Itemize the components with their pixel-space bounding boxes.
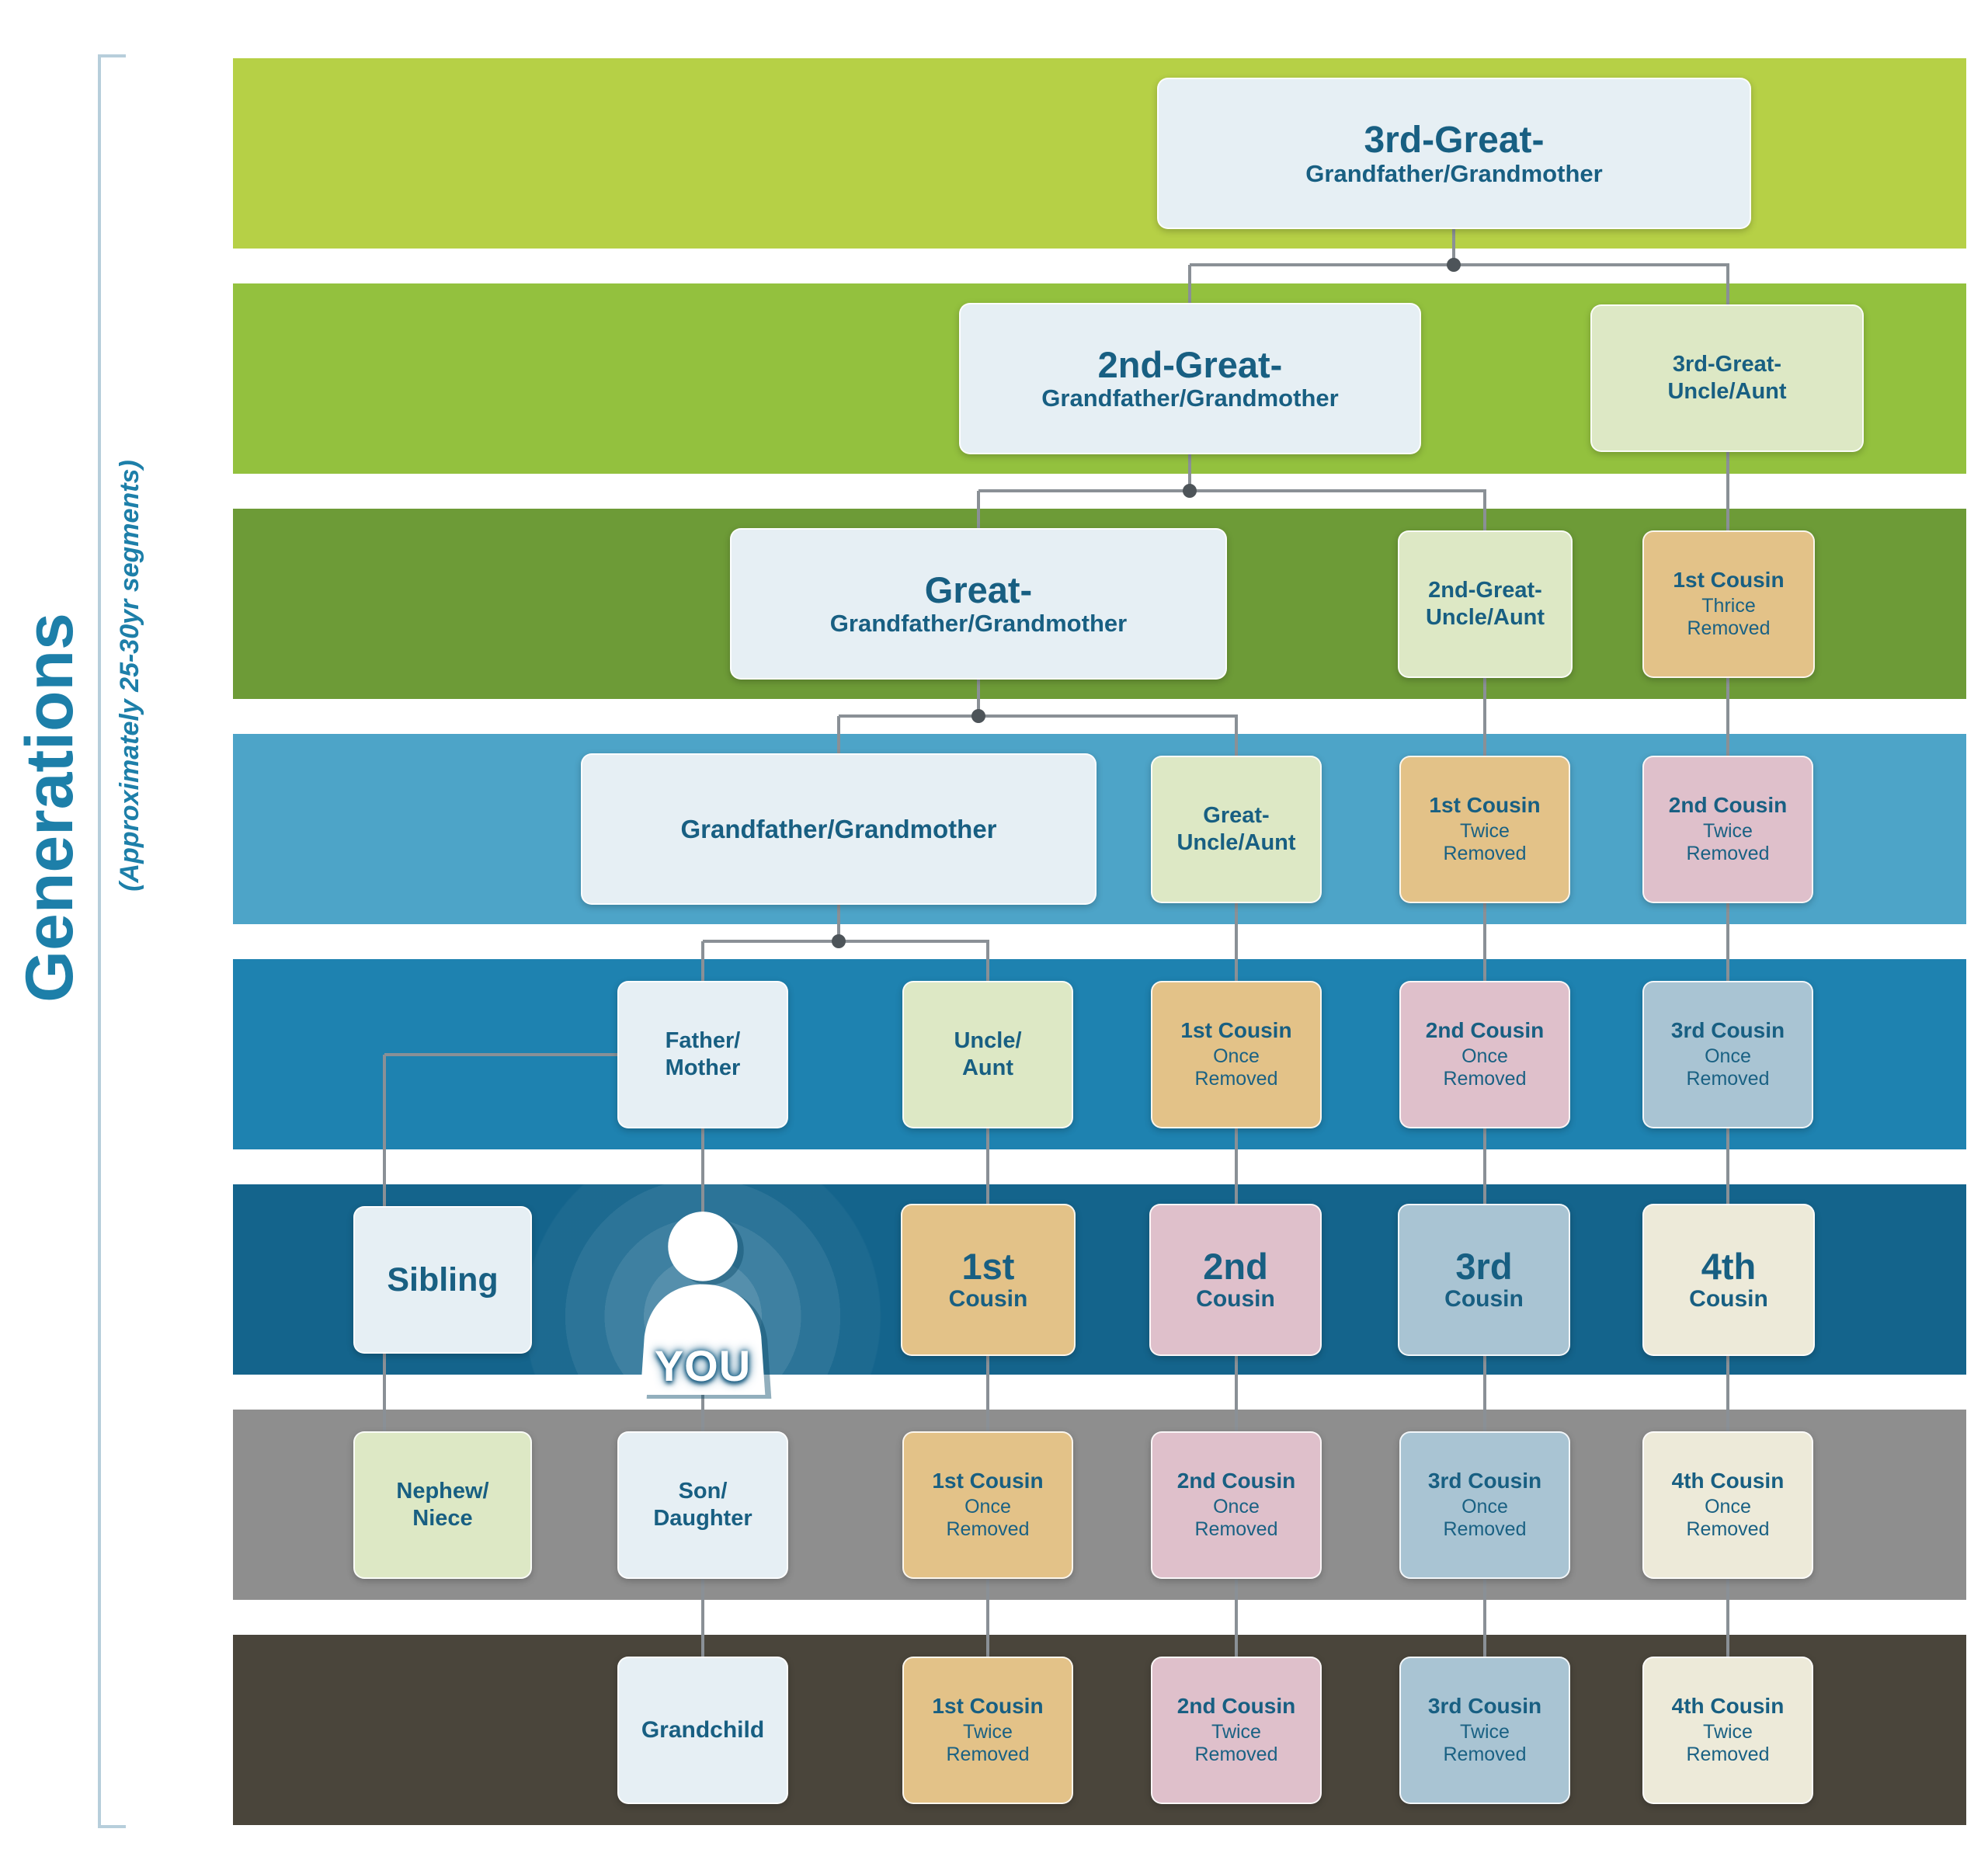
box-3rd-great-grandparents: 3rd-Great- Grandfather/Grandmother — [1157, 78, 1751, 229]
connector-line — [1452, 229, 1455, 267]
connector-line — [839, 714, 1238, 718]
connector-line — [1235, 1579, 1238, 1658]
box-3rd-cousin-once-removed-gen5: 3rd Cousin Once Removed — [1642, 981, 1813, 1128]
box-2nd-cousin-twice-removed-gen8: 2nd Cousin Twice Removed — [1151, 1657, 1322, 1804]
junction-dot — [971, 709, 985, 723]
connector-line — [1726, 265, 1729, 305]
connector-line — [1235, 903, 1238, 982]
connector-line — [986, 1128, 989, 1208]
box-2nd-cousin-twice-removed-gen4: 2nd Cousin Twice Removed — [1642, 756, 1813, 903]
connector-line — [1235, 1354, 1238, 1433]
connector-line — [701, 1579, 704, 1658]
box-sibling: Sibling — [353, 1206, 532, 1354]
connector-line — [986, 941, 989, 982]
box-1st-cousin-once-removed-gen7: 1st Cousin Once Removed — [902, 1431, 1073, 1579]
you-label: YOU — [654, 1341, 752, 1390]
connector-line — [1235, 1128, 1238, 1208]
box-2nd-great-uncle-aunt: 2nd-Great- Uncle/Aunt — [1398, 530, 1573, 678]
generations-bracket-top-tick — [98, 54, 126, 57]
box-2nd-cousin-once-removed-gen5: 2nd Cousin Once Removed — [1399, 981, 1570, 1128]
connector-line — [1483, 491, 1486, 531]
generations-subtitle: (Approximately 25-30yr segments) — [115, 460, 144, 892]
connector-line — [1483, 1579, 1486, 1658]
junction-dot — [832, 934, 846, 948]
junction-dot — [1183, 484, 1197, 498]
connector-line — [1235, 716, 1238, 757]
you-silhouette-icon — [640, 1212, 766, 1395]
connector-line — [837, 905, 840, 943]
box-great-grandparents: Great- Grandfather/Grandmother — [730, 528, 1227, 680]
connector-line — [1726, 452, 1729, 531]
connector-line — [1483, 903, 1486, 982]
box-grandchild: Grandchild — [617, 1657, 788, 1804]
connector-line — [978, 489, 1486, 492]
box-3rd-cousin-once-removed-gen7: 3rd Cousin Once Removed — [1399, 1431, 1570, 1579]
box-2nd-great-grandparents: 2nd-Great- Grandfather/Grandmother — [959, 303, 1421, 454]
connector-line — [1726, 1354, 1729, 1433]
connector-line — [986, 1579, 989, 1658]
connector-line — [977, 680, 980, 718]
box-1st-cousin-thrice-removed: 1st Cousin Thrice Removed — [1642, 530, 1815, 678]
connector-line — [1188, 454, 1191, 492]
box-3rd-great-uncle-aunt: 3rd-Great- Uncle/Aunt — [1590, 304, 1864, 452]
connector-line — [1483, 1354, 1486, 1433]
connector-line — [1726, 1579, 1729, 1658]
connector-line — [986, 1354, 989, 1433]
connector-line — [1726, 903, 1729, 982]
box-2nd-cousin-once-removed-gen7: 2nd Cousin Once Removed — [1151, 1431, 1322, 1579]
connector-line — [1483, 1128, 1486, 1208]
connector-line — [837, 716, 840, 755]
box-3rd-cousin-twice-removed-gen8: 3rd Cousin Twice Removed — [1399, 1657, 1570, 1804]
connector-line — [1726, 678, 1729, 757]
box-1st-cousin-twice-removed-gen8: 1st Cousin Twice Removed — [902, 1657, 1073, 1804]
box-father-mother: Father/ Mother — [617, 981, 788, 1128]
connector-line — [1726, 1128, 1729, 1208]
connector-line — [1483, 678, 1486, 757]
junction-dot — [1447, 258, 1461, 272]
box-great-uncle-aunt: Great- Uncle/Aunt — [1151, 756, 1322, 903]
generations-bracket-bottom-tick — [98, 1825, 126, 1828]
generations-title: Generations — [12, 613, 87, 1003]
connector-line — [703, 940, 989, 943]
connector-line — [701, 1128, 704, 1219]
box-4th-cousin: 4th Cousin — [1642, 1204, 1815, 1356]
box-4th-cousin-once-removed: 4th Cousin Once Removed — [1642, 1431, 1813, 1579]
connector-line — [384, 1053, 619, 1056]
box-1st-cousin-twice-removed-gen4: 1st Cousin Twice Removed — [1399, 756, 1570, 903]
generations-bracket — [98, 54, 101, 1828]
box-uncle-aunt: Uncle/ Aunt — [902, 981, 1073, 1128]
box-son-daughter: Son/ Daughter — [617, 1431, 788, 1579]
box-1st-cousin: 1st Cousin — [901, 1204, 1076, 1356]
connector-line — [701, 1384, 704, 1433]
box-3rd-cousin: 3rd Cousin — [1398, 1204, 1570, 1356]
box-grandparents: Grandfather/Grandmother — [581, 753, 1097, 905]
connector-line — [977, 491, 980, 530]
box-2nd-cousin: 2nd Cousin — [1149, 1204, 1322, 1356]
connector-line — [1188, 265, 1191, 304]
box-1st-cousin-once-removed-gen5: 1st Cousin Once Removed — [1151, 981, 1322, 1128]
connector-line — [701, 941, 704, 982]
box-nephew-niece: Nephew/ Niece — [353, 1431, 532, 1579]
box-4th-cousin-twice-removed: 4th Cousin Twice Removed — [1642, 1657, 1813, 1804]
